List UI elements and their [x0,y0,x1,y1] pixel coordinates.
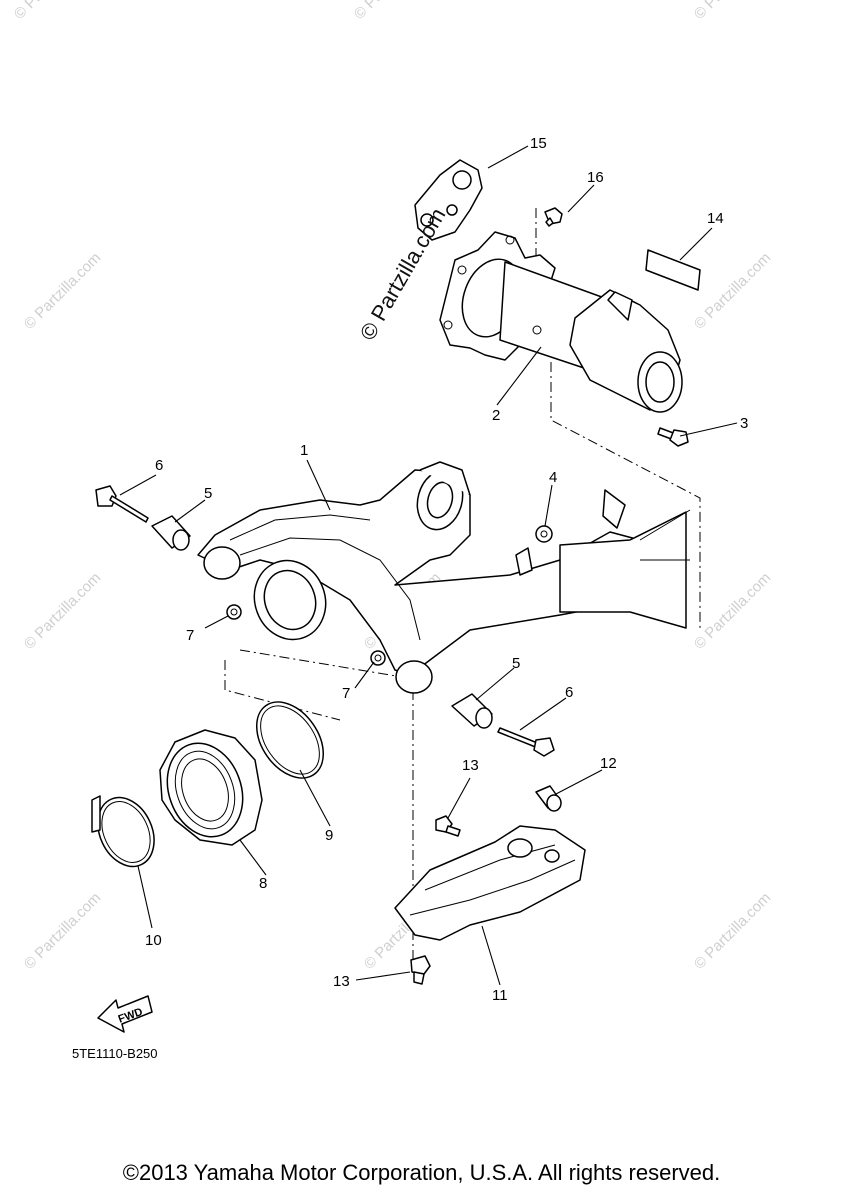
callout-3: 3 [740,415,748,432]
callout-16: 16 [587,169,604,186]
callout-14: 14 [707,210,724,227]
part-2-axle-housing [439,231,683,413]
part-7-nut-lower [370,650,386,666]
callout-5-lower: 5 [512,655,520,672]
watermark: © Partzilla.com [11,0,94,23]
callout-8: 8 [259,875,267,892]
callouts: 15 16 14 2 3 4 1 6 5 7 7 5 6 12 13 9 8 1… [145,135,748,1004]
part-14-label [645,249,701,291]
watermark: © Partzilla.com [21,889,104,972]
callout-6-lower: 6 [565,684,573,701]
part-8-boot [159,729,263,846]
callout-13-upper: 13 [462,757,479,774]
partzilla-watermark: © Partzilla.com [355,204,451,345]
part-16-bolt [544,207,563,227]
callout-13-lower: 13 [333,973,350,990]
watermark: © Partzilla.com [691,0,774,23]
part-1-swing-arm [197,461,691,694]
callout-1: 1 [300,442,308,459]
watermark: © Partzilla.com [21,249,104,332]
part-5-bushing-upper [151,515,191,551]
callout-12: 12 [600,755,617,772]
part-15-bracket [414,159,483,241]
part-6-bolt-lower [497,727,555,757]
copyright-notice: ©2013 Yamaha Motor Corporation, U.S.A. A… [122,1160,721,1185]
watermark: © Partzilla.com [21,569,104,652]
callout-10: 10 [145,932,162,949]
watermark: © Partzilla.com [351,0,434,23]
callout-9: 9 [325,827,333,844]
part-13-bolt-lower [410,955,431,985]
part-11-guard [394,825,586,941]
callout-2: 2 [492,407,500,424]
part-10-clamp [91,795,155,868]
callout-6-upper: 6 [155,457,163,474]
callout-11: 11 [492,987,508,1004]
swing-arm-boot [253,559,327,641]
callout-7-lower: 7 [342,685,350,702]
watermark: © Partzilla.com [691,569,774,652]
part-12-damper [535,785,562,812]
part-5-bushing-lower [451,693,493,729]
watermark: © Partzilla.com [691,889,774,972]
diagram-code: 5TE1110-B250 [72,1046,158,1061]
callout-15: 15 [530,135,547,152]
fwd-arrow-icon: FWD [97,995,153,1033]
callout-4: 4 [549,469,557,486]
callout-5-upper: 5 [204,485,212,502]
part-13-bolt-upper [435,815,461,837]
part-9-band [255,701,325,779]
part-4-nut [535,525,553,543]
part-6-bolt-upper [95,485,149,523]
part-7-nut-upper [226,604,242,620]
callout-7-upper: 7 [186,627,194,644]
watermark: © Partzilla.com [691,249,774,332]
leader-lines [119,145,738,986]
part-3-bolt [657,427,689,447]
